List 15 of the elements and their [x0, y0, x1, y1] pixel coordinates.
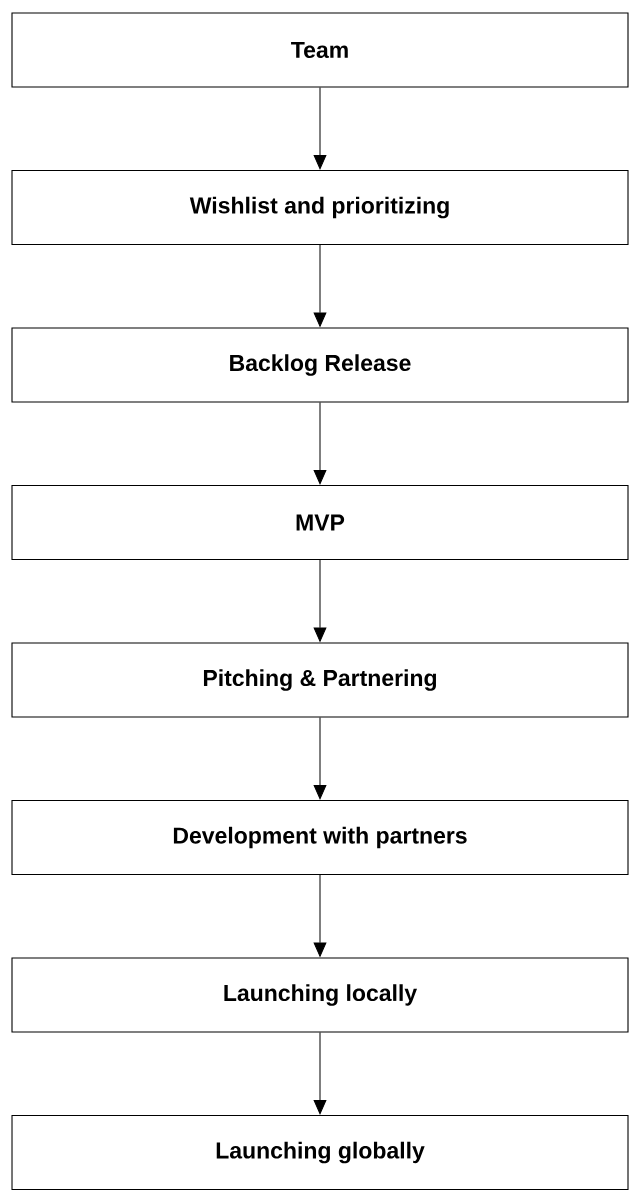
process-box: MVP	[11, 484, 629, 561]
process-box: Development with partners	[11, 799, 629, 876]
process-box: Team	[11, 12, 629, 88]
arrow	[313, 874, 327, 957]
process-box: Backlog Release	[11, 327, 629, 403]
arrow	[313, 402, 327, 485]
arrow	[313, 717, 327, 800]
process-box: Launching globally	[11, 1114, 629, 1190]
arrow	[313, 87, 327, 170]
arrow	[313, 1032, 327, 1115]
arrow	[313, 559, 327, 642]
process-box: Pitching & Partnering	[11, 642, 629, 718]
arrow	[313, 244, 327, 327]
process-box: Wishlist and prioritizing	[11, 169, 629, 246]
process-box: Launching locally	[11, 957, 629, 1033]
